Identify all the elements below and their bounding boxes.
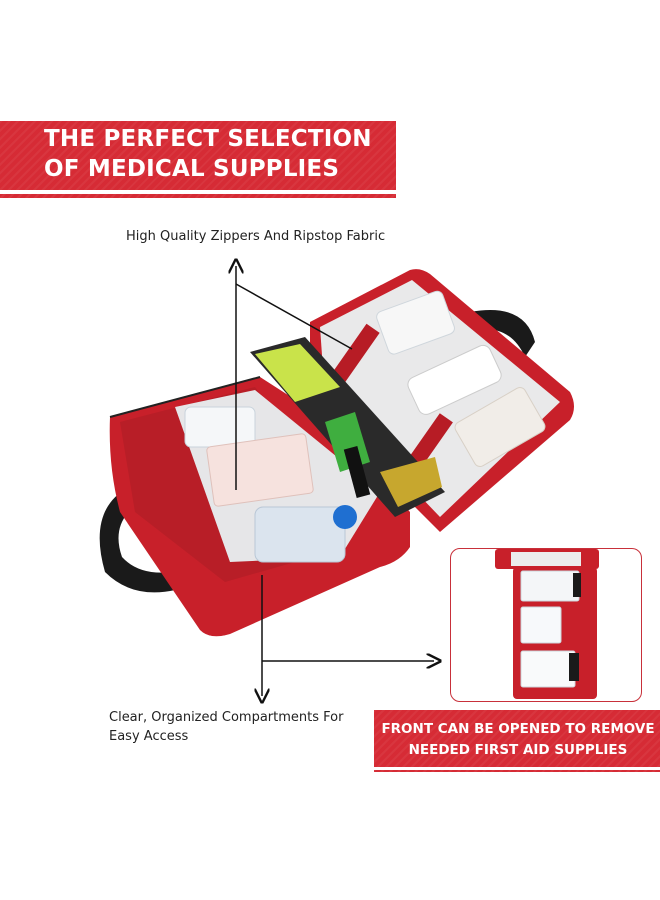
- cta-line-1: FRONT CAN BE OPENED TO REMOVE: [381, 721, 655, 737]
- inset-pouch-1: [520, 570, 580, 602]
- zippers-callout-label: High Quality Zippers And Ripstop Fabric: [126, 229, 386, 244]
- headline-title: THE PERFECT SELECTION OF MEDICAL SUPPLIE…: [44, 124, 384, 184]
- headline-line-1: THE PERFECT SELECTION: [44, 126, 372, 152]
- green-tool-pack: [255, 344, 340, 402]
- bandage-pack: [376, 290, 455, 355]
- velcro-strap: [343, 446, 371, 498]
- zipper-edge: [109, 376, 261, 418]
- cta-banner: [374, 710, 660, 772]
- tourniquet-tag: [380, 457, 442, 507]
- gauze-roll: [407, 344, 502, 415]
- headline-line-2: OF MEDICAL SUPPLIES: [44, 156, 340, 182]
- inset-pouch-2: [520, 606, 562, 644]
- blue-cap: [333, 505, 357, 529]
- inset-strap: [573, 573, 581, 597]
- wrap-pack: [454, 387, 546, 467]
- elastic-strap: [326, 323, 380, 391]
- compartments-line-2: Easy Access: [109, 729, 189, 744]
- front-open-illustration: [495, 549, 599, 699]
- zipper-arrow-diagonal: [235, 283, 353, 350]
- inset-pouch-3: [520, 650, 576, 688]
- cta-line-2: NEEDED FIRST AID SUPPLIES: [408, 742, 628, 758]
- inset-top-contents: [511, 552, 581, 566]
- banner-stripe: [0, 190, 396, 194]
- compartments-callout-label: Clear, Organized Compartments For Easy A…: [109, 708, 349, 746]
- first-aid-bag-illustration: [99, 269, 574, 637]
- compartments-line-1: Clear, Organized Compartments For: [109, 710, 344, 725]
- cta-text: FRONT CAN BE OPENED TO REMOVE NEEDED FIR…: [376, 719, 660, 761]
- adhesive-bandages: [206, 433, 314, 507]
- clear-pouch: [254, 506, 346, 563]
- headline-banner: [0, 121, 396, 198]
- cta-stripe: [374, 767, 660, 770]
- inset-strap: [569, 653, 579, 681]
- front-open-inset: [450, 548, 642, 702]
